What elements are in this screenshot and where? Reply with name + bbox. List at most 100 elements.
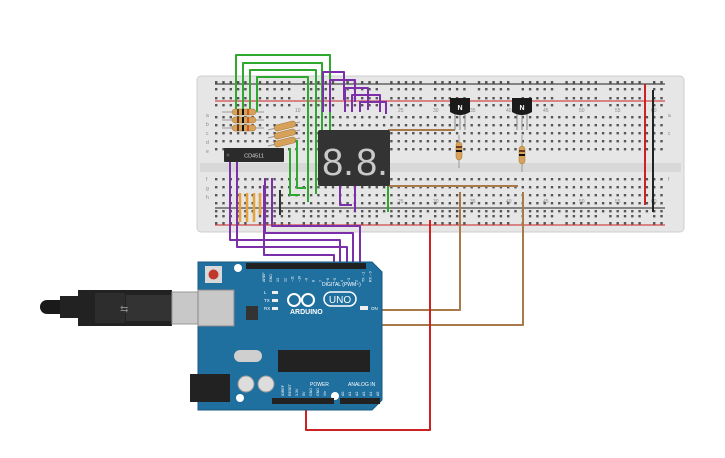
breadboard-hole[interactable] [638, 215, 641, 218]
breadboard-hole[interactable] [485, 104, 488, 107]
breadboard-hole[interactable] [550, 104, 554, 107]
breadboard-hole[interactable] [309, 88, 313, 91]
breadboard-hole[interactable] [273, 222, 276, 225]
breadboard-hole[interactable] [463, 132, 466, 135]
breadboard-hole[interactable] [485, 124, 488, 127]
breadboard-hole[interactable] [543, 210, 546, 213]
breadboard-hole[interactable] [236, 104, 240, 107]
breadboard-hole[interactable] [477, 88, 481, 91]
breadboard-hole[interactable] [463, 81, 466, 84]
breadboard-hole[interactable] [558, 140, 561, 143]
breadboard-hole[interactable] [543, 81, 546, 84]
breadboard-hole[interactable] [499, 186, 503, 189]
breadboard-hole[interactable] [645, 132, 649, 135]
breadboard-hole[interactable] [499, 215, 503, 218]
breadboard-hole[interactable] [514, 194, 517, 197]
breadboard-hole[interactable] [543, 124, 546, 127]
power-jack[interactable] [190, 374, 230, 402]
breadboard-hole[interactable] [331, 124, 335, 127]
breadboard-hole[interactable] [434, 140, 437, 143]
breadboard-hole[interactable] [419, 88, 422, 91]
breadboard-hole[interactable] [390, 132, 393, 135]
breadboard-hole[interactable] [580, 104, 583, 107]
breadboard-hole[interactable] [441, 140, 444, 143]
breadboard-hole[interactable] [229, 104, 232, 107]
breadboard-hole[interactable] [390, 178, 393, 181]
seven-segment-display[interactable]: 8. 8. [318, 130, 390, 186]
breadboard-hole[interactable] [601, 210, 605, 213]
breadboard-hole[interactable] [645, 178, 649, 181]
breadboard-hole[interactable] [273, 215, 276, 218]
breadboard-hole[interactable] [236, 178, 240, 181]
transistor-1[interactable]: N [450, 98, 470, 130]
breadboard-hole[interactable] [623, 97, 627, 100]
breadboard-hole[interactable] [324, 116, 327, 119]
breadboard-hole[interactable] [653, 202, 656, 205]
breadboard-hole[interactable] [368, 186, 371, 189]
breadboard-hole[interactable] [236, 140, 240, 143]
breadboard-hole[interactable] [594, 132, 597, 135]
breadboard-hole[interactable] [580, 124, 583, 127]
breadboard-hole[interactable] [580, 140, 583, 143]
breadboard-hole[interactable] [572, 215, 576, 218]
breadboard-hole[interactable] [536, 178, 539, 181]
breadboard-hole[interactable] [543, 132, 546, 135]
breadboard-hole[interactable] [653, 178, 656, 181]
breadboard-hole[interactable] [470, 116, 473, 119]
breadboard-hole[interactable] [280, 97, 284, 100]
breadboard-hole[interactable] [258, 88, 262, 91]
breadboard-hole[interactable] [397, 178, 400, 181]
breadboard-hole[interactable] [295, 116, 298, 119]
wire-green-4[interactable] [256, 76, 309, 202]
breadboard-hole[interactable] [258, 140, 262, 143]
breadboard-hole[interactable] [645, 116, 649, 119]
breadboard-hole[interactable] [609, 104, 612, 107]
breadboard-hole[interactable] [587, 210, 590, 213]
breadboard-hole[interactable] [331, 202, 335, 205]
breadboard-hole[interactable] [258, 178, 262, 181]
breadboard-hole[interactable] [521, 124, 524, 127]
breadboard-hole[interactable] [236, 222, 240, 225]
breadboard-hole[interactable] [609, 210, 612, 213]
breadboard-hole[interactable] [302, 104, 305, 107]
breadboard-hole[interactable] [382, 210, 386, 213]
breadboard-hole[interactable] [550, 210, 554, 213]
breadboard-hole[interactable] [580, 194, 583, 197]
breadboard-hole[interactable] [375, 81, 378, 84]
breadboard-hole[interactable] [251, 132, 254, 135]
breadboard-hole[interactable] [572, 132, 576, 135]
breadboard-hole[interactable] [266, 97, 269, 100]
breadboard-hole[interactable] [324, 202, 327, 205]
breadboard-hole[interactable] [229, 97, 232, 100]
breadboard-hole[interactable] [631, 81, 634, 84]
breadboard-hole[interactable] [397, 97, 400, 100]
breadboard-hole[interactable] [543, 140, 546, 143]
breadboard-hole[interactable] [572, 148, 576, 151]
breadboard-hole[interactable] [587, 116, 590, 119]
breadboard-hole[interactable] [215, 186, 218, 189]
breadboard-hole[interactable] [441, 222, 444, 225]
breadboard-hole[interactable] [288, 88, 291, 91]
breadboard-hole[interactable] [528, 194, 532, 197]
breadboard-hole[interactable] [653, 132, 656, 135]
breadboard-hole[interactable] [485, 178, 488, 181]
breadboard-hole[interactable] [346, 222, 349, 225]
breadboard-hole[interactable] [331, 116, 335, 119]
breadboard-hole[interactable] [361, 81, 364, 84]
breadboard-hole[interactable] [375, 215, 378, 218]
breadboard-hole[interactable] [477, 124, 481, 127]
breadboard-hole[interactable] [463, 148, 466, 151]
breadboard-hole[interactable] [638, 116, 641, 119]
breadboard-hole[interactable] [412, 222, 415, 225]
breadboard-hole[interactable] [390, 194, 393, 197]
breadboard-hole[interactable] [295, 132, 298, 135]
breadboard-hole[interactable] [236, 88, 240, 91]
breadboard-hole[interactable] [638, 222, 641, 225]
breadboard-hole[interactable] [375, 202, 378, 205]
breadboard-hole[interactable] [368, 97, 371, 100]
breadboard-hole[interactable] [222, 124, 225, 127]
breadboard-hole[interactable] [412, 116, 415, 119]
breadboard-hole[interactable] [638, 178, 641, 181]
breadboard-hole[interactable] [346, 202, 349, 205]
breadboard-hole[interactable] [419, 178, 422, 181]
